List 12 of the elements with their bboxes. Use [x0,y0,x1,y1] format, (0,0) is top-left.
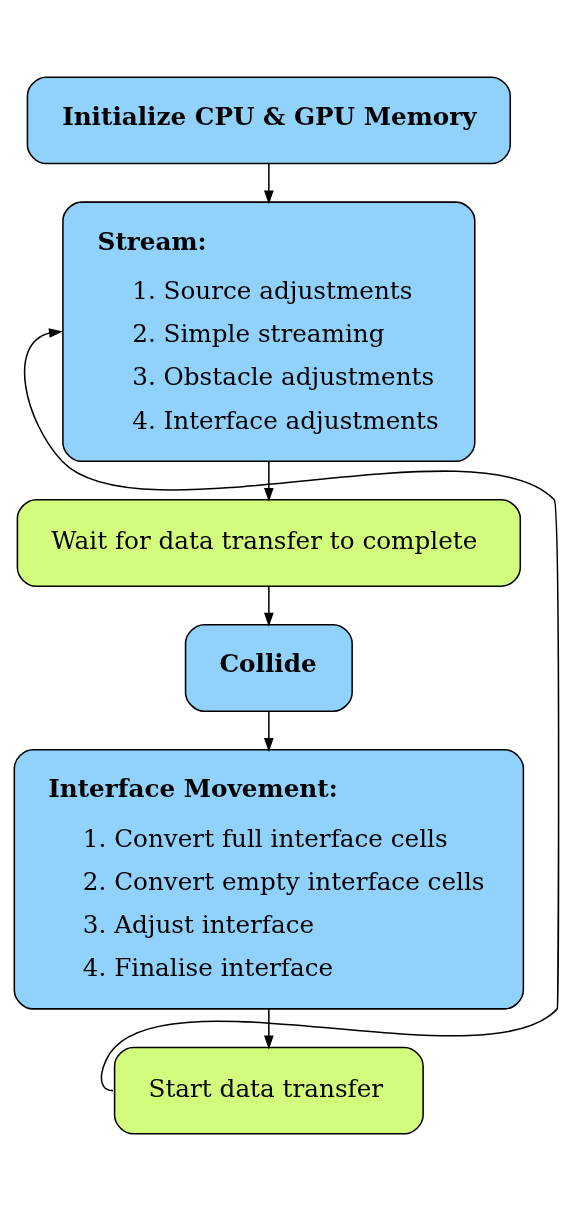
arrow [264,1008,274,1050]
node-box: Start data transfer [113,1046,424,1135]
arrow [264,710,274,752]
node-box: Collide [184,624,353,712]
arrow [23,328,560,1092]
arrow [264,460,274,502]
node-box: Stream: 1. Source adjustments 2. Simple streaming 3. Obstacle adjustments 4. Interface adjustments [62,201,476,463]
node-box: Wait for data transfer to complete [16,499,522,587]
node-box: Interface Movement: 1. Convert full interface cells 2. Convert empty interface cells 3. Adjust interface 4. Finalise interface [13,748,525,1010]
arrow [264,585,274,627]
node-box: Initialize CPU & GPU Memory [26,76,512,165]
arrow [264,163,274,205]
